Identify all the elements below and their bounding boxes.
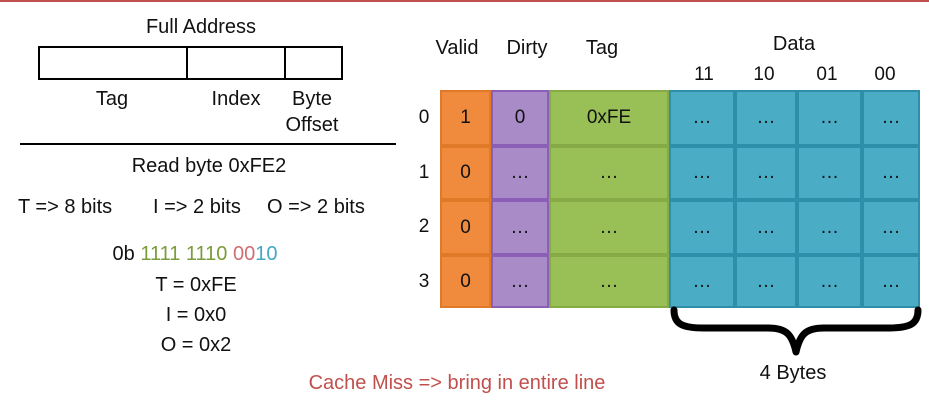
dirty-cell: …: [491, 146, 549, 200]
byte-header-10: 10: [753, 64, 775, 85]
binary-prefix: 0b: [112, 243, 135, 265]
header-dirty: Dirty: [506, 37, 548, 59]
data-byte-cell: …: [669, 200, 735, 255]
dirty-cell: …: [491, 200, 549, 255]
byte-header-11: 11: [694, 64, 714, 85]
tag-index-divider: [186, 46, 188, 80]
data-byte-cell: …: [735, 200, 797, 255]
data-byte-cell: …: [669, 255, 735, 308]
address-title: Full Address: [145, 16, 257, 38]
tag-value: T = 0xFE: [155, 274, 237, 296]
binary-offset-bits: 10: [255, 243, 278, 265]
curly-brace-icon: [670, 306, 922, 356]
brace-label: 4 Bytes: [759, 362, 827, 384]
row-index: 0: [418, 107, 430, 128]
data-byte-cell: …: [735, 255, 797, 308]
offset-value: O = 0x2: [160, 334, 232, 356]
tag-bits-label: T => 8 bits: [18, 196, 113, 218]
request-title: Read byte 0xFE2: [131, 155, 287, 177]
field-tag: Tag: [95, 88, 129, 110]
tag-cell: 0xFE: [549, 90, 669, 146]
section-divider: [20, 143, 396, 145]
dirty-cell: 0: [491, 90, 549, 146]
byte-header-01: 01: [816, 64, 838, 85]
index-value: I = 0x0: [165, 304, 227, 326]
cache-miss-note: Cache Miss => bring in entire line: [308, 372, 606, 394]
index-offset-divider: [284, 46, 286, 80]
row-index: 3: [418, 271, 430, 292]
data-byte-cell: …: [862, 200, 920, 255]
data-byte-cell: …: [797, 146, 862, 200]
header-data: Data: [772, 33, 816, 55]
field-offset: Offset: [285, 114, 339, 136]
dirty-cell: …: [491, 255, 549, 308]
data-byte-cell: …: [735, 90, 797, 146]
field-byte: Byte: [291, 88, 333, 110]
header-valid: Valid: [435, 37, 479, 59]
byte-header-00: 00: [874, 64, 896, 85]
data-byte-cell: …: [862, 90, 920, 146]
valid-cell: 1: [440, 90, 491, 146]
data-byte-cell: …: [797, 255, 862, 308]
data-byte-cell: …: [797, 200, 862, 255]
data-byte-cell: …: [862, 255, 920, 308]
binary-address: 0b 1111 1110 0010: [113, 243, 278, 266]
row-index: 1: [418, 162, 430, 183]
data-byte-cell: …: [862, 146, 920, 200]
data-byte-cell: …: [669, 90, 735, 146]
data-byte-cell: …: [669, 146, 735, 200]
tag-cell: …: [549, 255, 669, 308]
data-byte-cell: …: [735, 146, 797, 200]
offset-bits-label: O => 2 bits: [267, 196, 365, 218]
tag-cell: …: [549, 200, 669, 255]
valid-cell: 0: [440, 255, 491, 308]
row-index: 2: [418, 216, 430, 237]
tag-cell: …: [549, 146, 669, 200]
top-rule: [0, 0, 929, 2]
binary-tag-bits: 1111 1110: [140, 243, 228, 265]
address-bitfield: [38, 46, 343, 80]
index-bits-label: I => 2 bits: [153, 196, 241, 218]
data-byte-cell: …: [797, 90, 862, 146]
header-tag: Tag: [585, 37, 619, 59]
valid-cell: 0: [440, 146, 491, 200]
field-index: Index: [211, 88, 261, 110]
binary-index-bits: 00: [233, 243, 256, 265]
valid-cell: 0: [440, 200, 491, 255]
